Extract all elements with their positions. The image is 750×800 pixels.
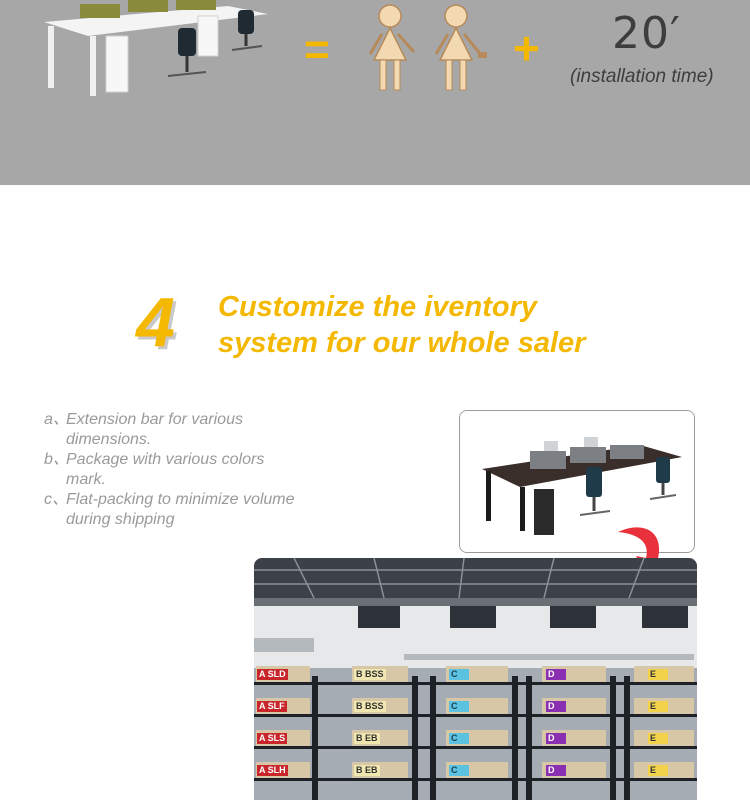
- section-title-line-2: system for our whole saler: [218, 327, 586, 359]
- shelf-label-d: D: [546, 733, 566, 744]
- installation-time-value: 20′: [612, 8, 681, 59]
- shelf-label-e: E: [648, 733, 668, 744]
- feature-item: c、Flat-packing to minimize volume during…: [44, 490, 304, 530]
- feature-text: Flat-packing to minimize volume during s…: [66, 491, 295, 528]
- shelf-label-c: C: [449, 765, 469, 776]
- shelf-label-c: C: [449, 733, 469, 744]
- shelf-label-b: B BSS: [354, 701, 386, 712]
- feature-marker: b、: [44, 451, 69, 468]
- warehouse-image: A SLD A SLF A SLS A SLH B BSS B BSS B EB…: [254, 558, 697, 800]
- shelf-label-a: A SLF: [257, 701, 287, 712]
- feature-list: a、Extension bar for various dimensions. …: [44, 410, 304, 530]
- shelf-label-d: D: [546, 701, 566, 712]
- shelf-label-e: E: [648, 701, 668, 712]
- shelf-label-e: E: [648, 669, 668, 680]
- section-title: Customize the iventory system for our wh…: [218, 289, 638, 361]
- shelf-label-b: B BSS: [354, 669, 386, 680]
- shelf-label-c: C: [449, 669, 469, 680]
- feature-text: Extension bar for various dimensions.: [66, 411, 243, 448]
- installation-time-label: (installation time): [570, 66, 714, 87]
- section-title-line-1: Customize the iventory: [218, 291, 538, 323]
- feature-item: b、Package with various colors mark.: [44, 450, 304, 490]
- shelf-label-d: D: [546, 765, 566, 776]
- feature-marker: c、: [44, 491, 69, 508]
- feature-marker: a、: [44, 411, 69, 428]
- feature-item: a、Extension bar for various dimensions.: [44, 410, 304, 450]
- shelf-label-a: A SLS: [257, 733, 288, 744]
- office-workstation-image: [44, 0, 268, 96]
- step-number: 4: [136, 283, 175, 361]
- shelf-label-e: E: [648, 765, 668, 776]
- shelf-label-b: B EB: [354, 733, 380, 744]
- workstation-photo: [460, 411, 694, 552]
- warehouse-scene: [254, 558, 697, 800]
- female-worker-icon: [368, 4, 416, 91]
- shelf-label-c: C: [449, 701, 469, 712]
- plus-sign: +: [513, 22, 540, 74]
- shelf-label-d: D: [546, 669, 566, 680]
- shelf-label-b: B EB: [354, 765, 380, 776]
- top-banner: = + 20′ (installation time): [0, 0, 750, 185]
- female-worker-with-drill-icon: [434, 4, 487, 91]
- shelf-label-a: A SLD: [257, 669, 288, 680]
- workstation-photo-card: [459, 410, 695, 553]
- feature-text: Package with various colors mark.: [66, 451, 265, 488]
- equals-sign: =: [304, 25, 330, 74]
- shelf-label-a: A SLH: [257, 765, 288, 776]
